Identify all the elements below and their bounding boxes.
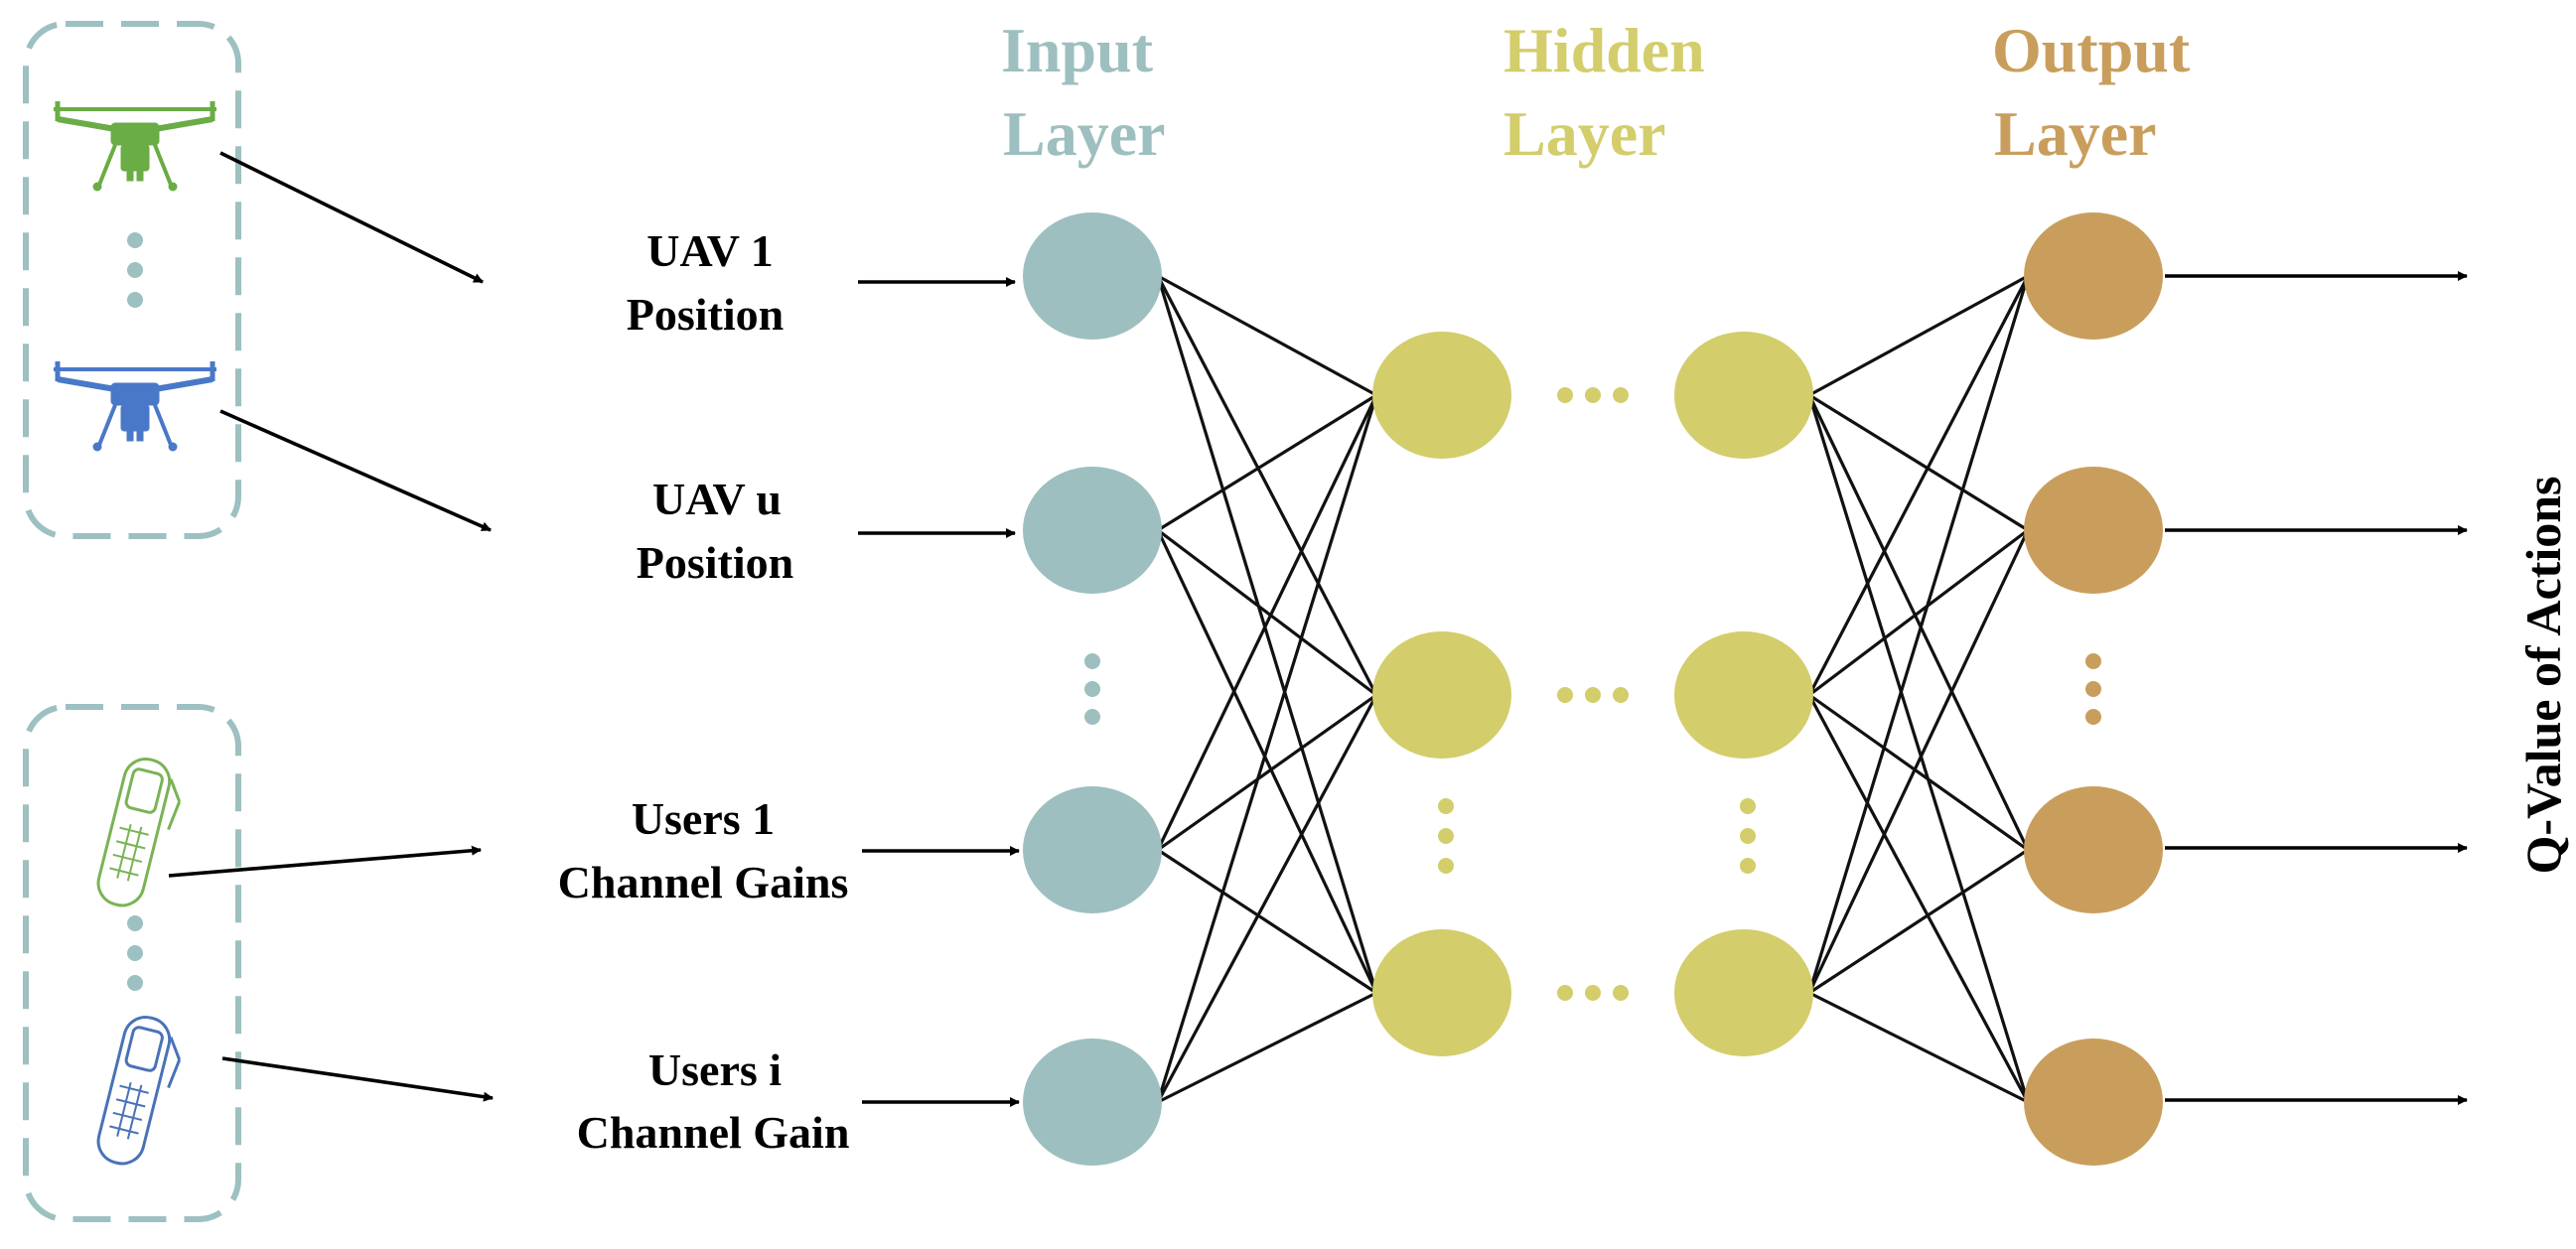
ellipsis-dot <box>2085 681 2101 697</box>
output-label: Q-Value of Actions <box>2515 477 2571 875</box>
network-nodes <box>1023 212 2163 1166</box>
input-node <box>1023 786 1162 913</box>
hidden-node <box>1372 631 1511 759</box>
network-edge <box>1156 529 1378 994</box>
network-edge <box>1157 848 1377 995</box>
ellipsis-dot <box>1557 985 1573 1001</box>
hidden-layer-title-line2: Layer <box>1503 98 1666 169</box>
network-edge <box>1157 693 1377 852</box>
hidden-node <box>1372 332 1511 459</box>
ellipsis-dot <box>1084 709 1100 725</box>
drone-icon <box>54 101 216 192</box>
useri-to-label-arrow <box>221 1056 494 1102</box>
network-edge <box>1807 694 2030 1103</box>
ellipsis-dot <box>1585 687 1601 703</box>
network-edge <box>1807 275 2030 994</box>
hidden-layer-title: Hidden <box>1503 15 1705 85</box>
ellipsis-dot <box>1613 985 1629 1001</box>
input-label-users-i-line2: Channel Gain <box>577 1107 850 1158</box>
input-layer-title: Input <box>1001 15 1154 85</box>
network-edge <box>1157 528 1377 697</box>
network-edge <box>1808 528 2029 697</box>
uav-ellipsis <box>127 232 143 308</box>
input-label-uav-1-line2: Position <box>627 289 784 340</box>
input-label-users-1: Users 1 <box>632 793 775 844</box>
network-edge <box>1808 274 2029 397</box>
network-edge <box>1156 394 1378 1103</box>
hidden-node <box>1674 929 1813 1056</box>
ellipsis-dot <box>1438 798 1454 814</box>
ellipsis-dot <box>1585 387 1601 403</box>
users-ellipsis <box>127 915 143 991</box>
ellipsis-dot <box>1613 687 1629 703</box>
input-node <box>1023 212 1162 340</box>
input-label-uav-u-line2: Position <box>637 537 793 588</box>
uavu-to-label-arrow <box>219 409 492 532</box>
ellipsis-dots <box>1084 387 2101 1001</box>
hidden-node <box>1674 631 1813 759</box>
ellipsis-dot <box>1740 858 1756 874</box>
users-group-box <box>23 704 241 1222</box>
network-edge <box>1807 529 2030 994</box>
input-label-uav-1: UAV 1 <box>646 225 773 276</box>
network-edge <box>1156 275 1378 994</box>
input-node <box>1023 467 1162 594</box>
input-label-users-i: Users i <box>648 1044 782 1095</box>
network-edge <box>1157 393 1377 532</box>
ellipsis-dot <box>1585 985 1601 1001</box>
input-node <box>1023 1039 1162 1166</box>
network-edges <box>1156 274 2030 1104</box>
ellipsis-dot <box>1740 798 1756 814</box>
network-edge <box>1807 275 2030 696</box>
ellipsis-dot <box>1084 653 1100 669</box>
network-edge <box>1157 991 1377 1104</box>
hidden-node <box>1674 332 1813 459</box>
user1-to-label-arrow <box>168 845 482 878</box>
hidden-node <box>1372 929 1511 1056</box>
input-label-users-1-line2: Channel Gains <box>558 857 849 907</box>
uav-group-box <box>23 21 241 539</box>
network-edge <box>1808 848 2029 995</box>
network-edge <box>1808 991 2029 1104</box>
ellipsis-dot <box>2085 709 2101 725</box>
ellipsis-dot <box>1740 828 1756 844</box>
network-edge <box>1808 693 2029 852</box>
network-edge <box>1807 394 2030 851</box>
network-edge <box>1807 394 2030 1103</box>
network-edge <box>1157 274 1377 397</box>
network-edge <box>1156 694 1378 1103</box>
output-node <box>2024 1039 2163 1166</box>
network-edge <box>1156 275 1378 696</box>
output-layer-title-line2: Layer <box>1994 98 2157 169</box>
output-node <box>2024 786 2163 913</box>
ellipsis-dot <box>1557 387 1573 403</box>
mobile-phone-icon <box>96 1016 182 1166</box>
uav1-to-label-arrow <box>219 151 484 284</box>
ellipsis-dot <box>1438 828 1454 844</box>
mobile-phone-icon <box>96 758 182 907</box>
ellipsis-dot <box>1557 687 1573 703</box>
network-edge <box>1156 394 1378 851</box>
ellipsis-dot <box>1084 681 1100 697</box>
ellipsis-dot <box>1438 858 1454 874</box>
output-layer-title: Output <box>1992 15 2191 85</box>
output-node <box>2024 467 2163 594</box>
drone-icon <box>54 361 216 452</box>
output-node <box>2024 212 2163 340</box>
ellipsis-dot <box>2085 653 2101 669</box>
input-label-uav-u: UAV u <box>652 474 782 524</box>
network-edge <box>1808 393 2029 532</box>
ellipsis-dot <box>1613 387 1629 403</box>
input-layer-title-line2: Layer <box>1003 98 1166 169</box>
